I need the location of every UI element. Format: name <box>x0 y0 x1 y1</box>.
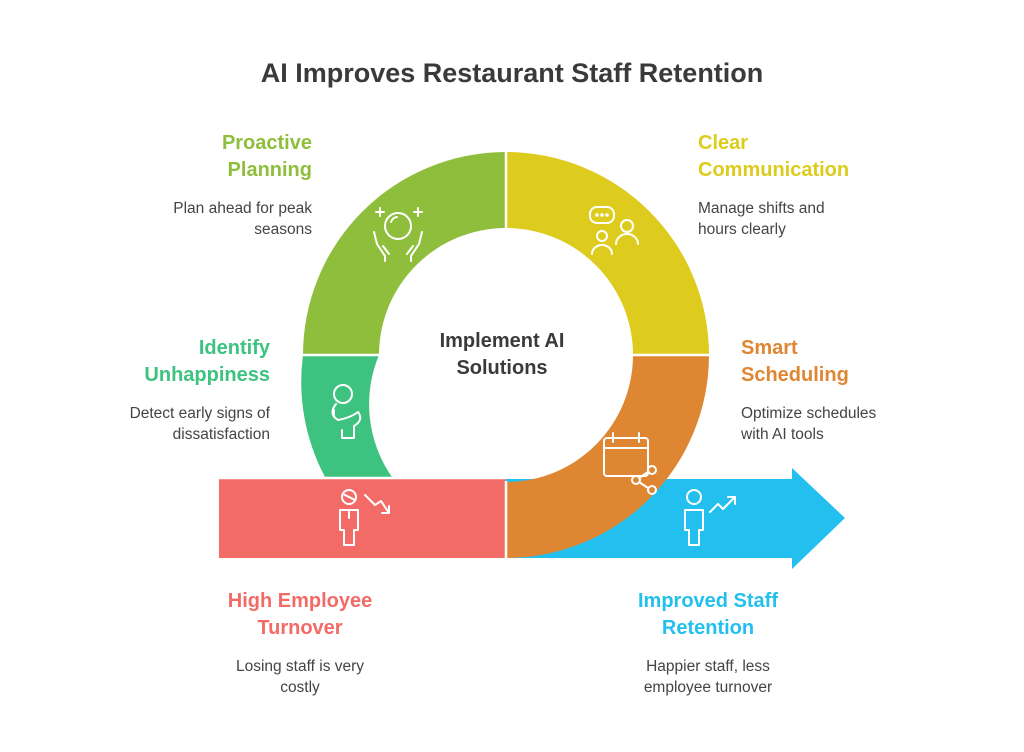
smart-scheduling-heading: Smart Scheduling <box>741 335 981 389</box>
improved-retention-description: Happier staff, less employee turnover <box>588 656 828 698</box>
center-label-line-1: Implement AI <box>439 330 565 352</box>
description-line: Plan ahead for peak <box>173 200 312 217</box>
smart-scheduling-segment <box>506 355 709 558</box>
heading-line: Smart <box>741 337 798 359</box>
description-line: Happier staff, less <box>646 658 770 675</box>
description-line: Detect early signs of <box>129 405 270 422</box>
heading-line: Improved Staff <box>637 590 779 612</box>
smart-scheduling-description: Optimize schedules with AI tools <box>741 403 981 445</box>
person-head-icon <box>331 384 362 439</box>
person-growth-icon <box>684 489 736 546</box>
heading-line: Planning <box>227 159 312 181</box>
identify-unhappiness-segment <box>301 355 392 477</box>
crystal-ball-hands-icon <box>373 207 423 262</box>
description-line: employee turnover <box>643 679 773 696</box>
proactive-planning-segment <box>303 152 506 355</box>
heading-line: Clear <box>698 132 749 154</box>
person-decline-icon <box>339 489 390 546</box>
clear-communication-description: Manage shifts and hours clearly <box>698 198 958 240</box>
heading-line: Proactive <box>221 132 312 154</box>
clear-communication-segment <box>506 152 709 355</box>
heading-line: Scheduling <box>741 364 849 386</box>
description-line: dissatisfaction <box>172 426 270 443</box>
heading-line: Retention <box>661 617 755 639</box>
people-chat-icon <box>589 206 639 255</box>
identify-unhappiness-description: Detect early signs of dissatisfaction <box>40 403 270 445</box>
description-line: seasons <box>254 221 312 238</box>
high-turnover-description: Losing staff is very costly <box>180 656 420 698</box>
heading-line: Identify <box>198 337 270 359</box>
description-line: costly <box>280 679 320 696</box>
identify-unhappiness-heading: Identify Unhappiness <box>40 335 270 389</box>
proactive-planning-heading: Proactive Planning <box>60 130 312 184</box>
heading-line: Turnover <box>257 617 343 639</box>
heading-line: Unhappiness <box>144 364 270 386</box>
page-title: AI Improves Restaurant Staff Retention <box>260 58 764 88</box>
description-line: hours clearly <box>698 221 786 238</box>
clear-communication-heading: Clear Communication <box>698 130 958 184</box>
description-line: Optimize schedules <box>741 405 877 422</box>
improved-retention-heading: Improved Staff Retention <box>588 588 828 642</box>
center-label-line-2: Solutions <box>456 357 548 379</box>
high-turnover-bar <box>219 478 506 558</box>
description-line: Losing staff is very <box>235 658 365 675</box>
heading-line: Communication <box>698 159 850 181</box>
proactive-planning-description: Plan ahead for peak seasons <box>60 198 312 240</box>
heading-line: High Employee <box>227 590 373 612</box>
calendar-share-icon <box>603 432 657 495</box>
description-line: Manage shifts and <box>698 200 825 217</box>
description-line: with AI tools <box>741 426 824 443</box>
high-turnover-heading: High Employee Turnover <box>180 588 420 642</box>
center-label: Implement AI Solutions <box>402 328 602 382</box>
